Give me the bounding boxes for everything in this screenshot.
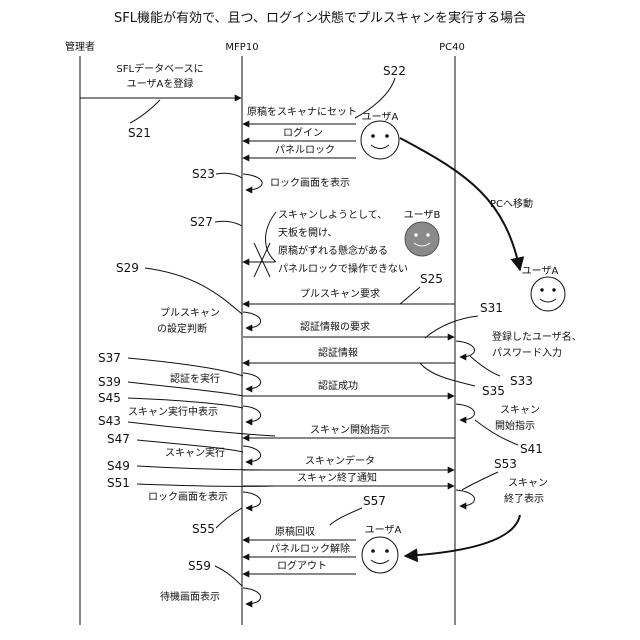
- msg-registered2: パスワード入力: [492, 346, 562, 359]
- lane-admin-label: 管理者: [65, 40, 95, 53]
- userA-pc-face-icon: [531, 277, 565, 311]
- msg-sfl-line2: ユーザAを登録: [127, 77, 194, 90]
- leader-s57: [330, 508, 362, 525]
- msg-userB-line3: 原稿がずれる懸念がある: [278, 244, 388, 257]
- step-s55: S55: [192, 522, 215, 536]
- step-s43: S43: [98, 414, 121, 428]
- msg-scan-start-instr: スキャン開始指示: [310, 423, 390, 436]
- note-move-to-pc: PCへ移動: [490, 197, 533, 210]
- msg-auth-info: 認証情報: [318, 346, 358, 359]
- leader-s55: [216, 508, 242, 528]
- msg-registered1: 登録したユーザ名、: [492, 330, 582, 343]
- msg-scanning-display: スキャン実行中表示: [128, 405, 218, 418]
- actor-userB-label: ユーザB: [404, 209, 441, 221]
- step-s35: S35: [482, 384, 505, 398]
- step-s29: S29: [116, 261, 139, 275]
- self-loop-s45: [243, 406, 261, 422]
- step-s53: S53: [494, 457, 517, 471]
- msg-userB-line1: スキャンしようとして、: [278, 209, 387, 221]
- msg-scan-exec: スキャン実行: [165, 446, 225, 459]
- msg-scan-data: スキャンデータ: [305, 454, 375, 467]
- self-loop-s47: [243, 446, 261, 462]
- step-s57: S57: [363, 494, 386, 508]
- msg-pull-scan-judge1: プルスキャン: [160, 307, 220, 319]
- self-loop-s33: [456, 341, 475, 357]
- leader-s23: [216, 173, 242, 178]
- msg-pull-scan-req: プルスキャン要求: [300, 288, 380, 300]
- msg-collect-original: 原稿回収: [275, 525, 315, 538]
- self-loop-lock2: [243, 492, 261, 508]
- userA-top-face-icon: [361, 121, 399, 159]
- self-loop-s23: [243, 174, 262, 190]
- msg-scan-end-notice: スキャン終了通知: [297, 471, 377, 484]
- cross-mark-icon: [254, 243, 270, 277]
- msg-lock-screen2: ロック画面を表示: [148, 490, 228, 503]
- step-s31: S31: [480, 301, 503, 315]
- msg-sfl-line1: SFLデータベースに: [116, 62, 203, 75]
- step-s33: S33: [510, 374, 533, 388]
- leader-s49: [137, 466, 275, 470]
- self-loop-s41: [456, 404, 475, 420]
- step-s23: S23: [192, 167, 215, 181]
- actor-userA-pc-label: ユーザA: [522, 265, 559, 277]
- msg-userB-line4: パネルロックで操作できない: [278, 262, 408, 275]
- msg-userB-line2: 天板を開け、: [278, 226, 338, 239]
- msg-scan-end-disp1: スキャン: [508, 478, 548, 489]
- msg-set-original: 原稿をスキャナにセット: [247, 105, 357, 118]
- msg-panel-unlock: パネルロック解除: [270, 542, 350, 555]
- step-s41: S41: [520, 442, 543, 456]
- step-s51: S51: [107, 476, 130, 490]
- leader-s33: [470, 356, 500, 376]
- brace-userB: [266, 212, 277, 262]
- msg-scan-start-pc1: スキャン: [500, 405, 540, 416]
- step-s27: S27: [190, 215, 213, 229]
- self-loop-s59: [243, 588, 261, 604]
- lane-pc-label: PC40: [439, 42, 465, 53]
- leader-s21: [130, 100, 160, 123]
- msg-standby-screen: 待機画面表示: [160, 590, 220, 603]
- msg-auth-info-req: 認証情報の要求: [300, 320, 370, 333]
- leader-s35: [420, 363, 475, 386]
- msg-scan-end-disp2: 終了表示: [504, 492, 544, 505]
- step-s22: S22: [383, 64, 406, 78]
- userA-bottom-face-icon: [362, 537, 398, 573]
- msg-logout: ログアウト: [277, 559, 327, 572]
- leader-s43: [128, 422, 275, 436]
- leader-s25: [400, 287, 420, 304]
- msg-panel-lock: パネルロック: [275, 144, 335, 156]
- leader-s27: [215, 221, 242, 226]
- step-s49: S49: [107, 459, 130, 473]
- arrow-return-to-mfp: [405, 515, 520, 556]
- step-s39: S39: [98, 375, 121, 389]
- leader-s53: [462, 472, 498, 490]
- self-loop-s37: [243, 373, 261, 389]
- lane-mfp-label: MFP10: [225, 42, 258, 53]
- actor-userA-bottom-label: ユーザA: [365, 524, 402, 536]
- self-loop-s53: [456, 490, 475, 506]
- step-s21: S21: [128, 126, 151, 140]
- leader-s59: [215, 566, 242, 586]
- msg-auth-success: 認証成功: [318, 379, 358, 392]
- msg-login: ログイン: [283, 126, 323, 139]
- msg-lock-screen: ロック画面を表示: [270, 176, 350, 189]
- msg-pull-scan-judge2: の設定判断: [157, 322, 207, 335]
- self-loop-s29: [243, 312, 261, 328]
- step-s45: S45: [98, 391, 121, 405]
- step-s59: S59: [188, 559, 211, 573]
- diagram-title: SFL機能が有効で、且つ、ログイン状態でプルスキャンを実行する場合: [114, 10, 526, 26]
- step-s25: S25: [420, 272, 443, 286]
- step-s37: S37: [98, 351, 121, 365]
- msg-run-auth: 認証を実行: [170, 372, 220, 385]
- msg-scan-start-pc2: 開始指示: [495, 419, 535, 432]
- leader-s31: [425, 316, 478, 338]
- step-s47: S47: [107, 432, 130, 446]
- userB-face-icon: [405, 222, 439, 256]
